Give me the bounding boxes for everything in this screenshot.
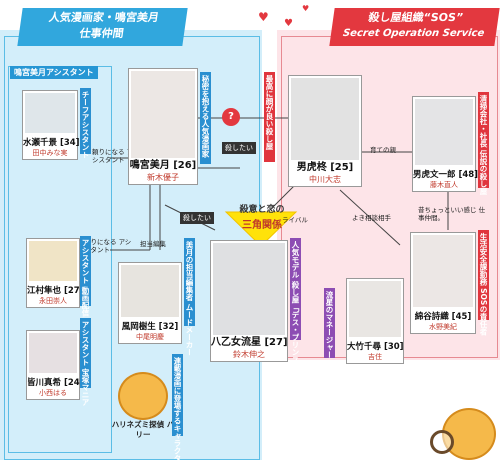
relation-minase: 頼りになる アシスタント (92, 148, 134, 164)
character-photo (349, 281, 401, 337)
character-photo (291, 78, 359, 160)
question-badge: ? (222, 108, 240, 126)
actor-name: 永田崇人 (39, 297, 67, 305)
character-card-kazama[interactable]: 風岡樹生 [32] 中尾明慶 (118, 262, 182, 344)
relation-soudan: よき相談相手 (352, 214, 391, 222)
role-label-bunichiro: 清掃会社・社長 伝説の殺し屋 (478, 92, 489, 195)
relation-assistant: 頼りになる アシスタント (84, 238, 132, 254)
character-name: 大竹千尋 [30] (347, 342, 404, 352)
character-card-yaotome[interactable]: 八乙女流星 [27] 鈴木伸之 (210, 240, 288, 362)
heart-icon: ♥ (258, 10, 269, 24)
role-label-emura: アシスタント 動画配信マニア (80, 236, 91, 339)
relation-editor: 担当編集 (140, 240, 166, 248)
heart-icon: ♥ (302, 4, 310, 13)
character-card-bunichiro[interactable]: 男虎文一郎 [48] 藤木直人 (412, 96, 479, 192)
triangle-label-1: 殺意と恋の (239, 205, 285, 215)
character-name-harry: ハリネズミ探偵 ハリー (111, 420, 175, 439)
actor-name: 水野美紀 (429, 323, 457, 331)
actor-name: 吉住 (368, 353, 382, 361)
character-card-otake[interactable]: 大竹千尋 [30] 吉住 (346, 278, 404, 364)
role-label-harry: 連載漫画に登場するキャラクター (172, 354, 183, 470)
actor-name: 小西はる (39, 389, 67, 397)
character-photo (29, 241, 77, 281)
triangle-shape (224, 211, 298, 247)
relation-work-partner: 昔ちょっといい感じ 仕事仲間。 (418, 206, 486, 222)
actor-name: 田中みな実 (32, 149, 68, 157)
character-name: 江村隼也 [27] (27, 286, 84, 296)
actor-name: 中尾明慶 (136, 333, 164, 341)
relation-kill-center: 殺したい (180, 212, 214, 224)
character-card-otora[interactable]: 男虎柊 [25] 中川大志 (288, 75, 362, 187)
actor-name: 中川大志 (309, 175, 341, 184)
hedgehog-mascot-icon (118, 372, 168, 420)
role-label-minase: チーフアシスタント (80, 88, 91, 159)
character-name: 男虎文一郎 [48] (413, 170, 479, 180)
character-name: 風岡樹生 [32] (121, 322, 179, 332)
actor-name: 鈴木伸之 (233, 350, 265, 359)
character-card-watanuki[interactable]: 綿谷詩織 [45] 水野美紀 (410, 232, 476, 334)
role-label-kazama: 美月の担当編集者 ムードメーカー (184, 238, 195, 356)
character-photo (413, 235, 473, 307)
character-card-narumiya[interactable]: 鳴宮美月 [26] 新木優子 (128, 68, 198, 185)
magnifier-icon (430, 430, 454, 454)
character-card-emura[interactable]: 江村隼也 [27] 永田崇人 (26, 238, 84, 308)
role-label-otora: 最高に顔が良い殺し屋 (264, 72, 275, 162)
character-name: 皆川真希 [24] (27, 378, 84, 388)
character-name: 鳴宮美月 [26] (129, 160, 197, 171)
role-label-minagawa: アシスタント 宝塚マニア (80, 318, 91, 406)
character-card-minagawa[interactable]: 皆川真希 [24] 小西はる (26, 330, 84, 400)
character-photo (121, 265, 179, 317)
assistant-tag: 鳴宮美月アシスタント (10, 66, 98, 79)
role-label-narumiya: 秘密を抱える人気漫画家 (200, 72, 211, 164)
character-name: 水瀬千景 [34] (23, 138, 80, 148)
character-name: 男虎柊 [25] (296, 162, 354, 173)
relation-rival: ライバル (282, 216, 308, 224)
role-label-yaotome: 人気モデル 殺し屋「デス・プリンス」 (290, 238, 301, 371)
character-photo (213, 243, 285, 335)
relation-sodate: 育ての親 (370, 146, 396, 154)
actor-name: 新木優子 (147, 173, 179, 182)
relation-kill-left: 殺したい (222, 142, 256, 154)
actor-name: 藤木直人 (430, 181, 458, 189)
heart-icon: ♥ (284, 18, 293, 29)
character-name: 八乙女流星 [27] (211, 337, 288, 348)
character-card-minase[interactable]: 水瀬千景 [34] 田中みな実 (22, 90, 80, 160)
character-photo (25, 93, 75, 133)
role-label-watanuki: 生活安全課勤務 SOSの責任者 (478, 230, 489, 335)
triangle-label-2: 三角関係 (242, 220, 282, 231)
character-photo (29, 333, 77, 373)
character-photo (415, 99, 473, 165)
character-photo (131, 71, 195, 158)
role-label-otake: 流星のマネージャー (324, 288, 335, 359)
character-name: 綿谷詩織 [45] (414, 312, 472, 322)
